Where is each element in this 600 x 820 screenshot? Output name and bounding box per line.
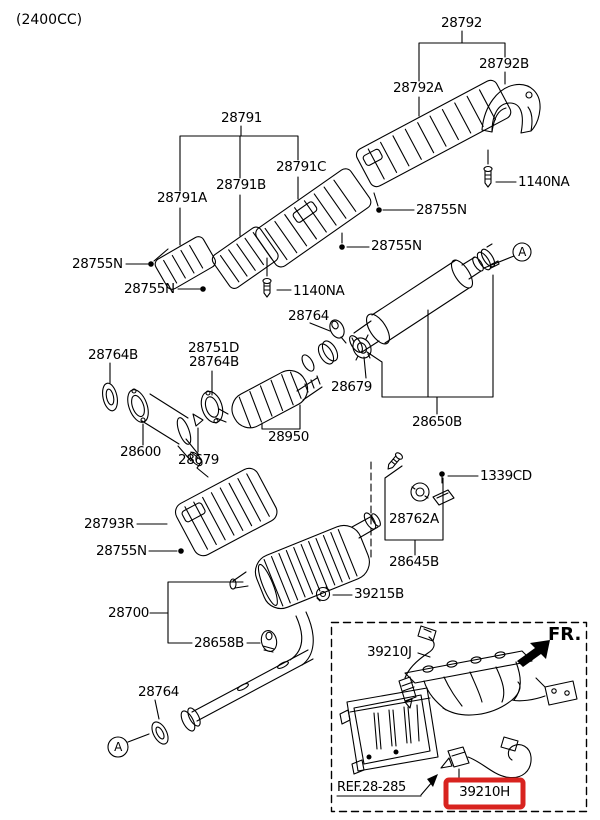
callout-28950[interactable]: 28950 — [268, 429, 309, 445]
callout-28764-lower[interactable]: 28764 — [138, 684, 179, 700]
heat-shield-28792b — [481, 83, 541, 134]
highlight-box-39210h[interactable] — [443, 777, 526, 810]
fr-direction-arrow — [517, 640, 550, 667]
view-marker-a-upper[interactable]: A — [518, 245, 526, 259]
hanger-28764-mid — [329, 319, 347, 344]
callout-28755n-left-2[interactable]: 28755N — [124, 281, 175, 297]
callout-28792[interactable]: 28792 — [441, 15, 482, 31]
hanger-assembly-28762a — [387, 452, 455, 506]
callout-1140na-upper[interactable]: 1140NA — [518, 174, 570, 190]
oxygen-sensor-39210j — [398, 625, 437, 709]
callout-39210h-highlighted[interactable]: 39210H — [459, 784, 510, 800]
callout-28791b[interactable]: 28791B — [216, 177, 266, 193]
flange-gasket-28751d — [200, 390, 224, 424]
callout-28755n-center[interactable]: 28755N — [371, 238, 422, 254]
callout-28755n-lower[interactable]: 28755N — [96, 543, 147, 559]
callout-1339cd[interactable]: 1339CD — [480, 468, 532, 484]
oxygen-sensor-39210h — [440, 736, 532, 780]
hanger-28658b — [260, 630, 278, 653]
callout-28764b-stack[interactable]: 28764B — [189, 354, 239, 370]
callout-39215b[interactable]: 39215B — [354, 586, 404, 602]
callout-28645b[interactable]: 28645B — [389, 554, 439, 570]
callout-28792a[interactable]: 28792A — [393, 80, 443, 96]
view-marker-a-lower[interactable]: A — [114, 740, 122, 754]
bolt-dots — [148, 207, 445, 554]
heat-shield-28791a — [154, 236, 216, 290]
exhaust-manifold-art — [339, 650, 578, 775]
callout-28600[interactable]: 28600 — [120, 444, 161, 460]
callout-28764-mid[interactable]: 28764 — [288, 308, 329, 324]
view-a-lower-circle[interactable] — [107, 736, 129, 758]
view-a-upper-circle[interactable] — [512, 242, 532, 262]
callout-28650b[interactable]: 28650B — [412, 414, 462, 430]
gasket-28764b — [102, 382, 118, 412]
rear-muffler-28700 — [229, 512, 381, 610]
callout-1140na-left[interactable]: 1140NA — [293, 283, 345, 299]
heat-shield-28791b — [211, 226, 279, 289]
callout-28700[interactable]: 28700 — [108, 605, 149, 621]
heat-shield-28793r — [174, 467, 278, 557]
screw-1140na-left — [262, 277, 272, 298]
ref-callout-art — [336, 774, 438, 797]
inset-border — [330, 621, 588, 813]
callout-28755n-left-1[interactable]: 28755N — [72, 256, 123, 272]
heat-shield-28791c — [255, 168, 372, 268]
grommet-39215b — [315, 586, 331, 602]
callout-28762a[interactable]: 28762A — [389, 511, 439, 527]
callout-28751d[interactable]: 28751D — [188, 340, 239, 356]
callout-28791a[interactable]: 28791A — [157, 190, 207, 206]
tail-pipe — [180, 611, 314, 732]
callout-39210j[interactable]: 39210J — [367, 644, 412, 660]
heat-shield-28792a — [355, 79, 512, 188]
engine-displacement-label: (2400CC) — [16, 12, 83, 28]
callout-28658b[interactable]: 28658B — [194, 635, 244, 651]
callout-28791c[interactable]: 28791C — [276, 159, 326, 175]
catalytic-28950 — [215, 369, 323, 429]
callout-28764b-left[interactable]: 28764B — [88, 347, 138, 363]
callout-28679-left[interactable]: 28679 — [178, 452, 219, 468]
callout-28791[interactable]: 28791 — [221, 110, 262, 126]
callout-lines — [109, 30, 517, 743]
catalytic-28600 — [127, 388, 209, 478]
stud-28679-left — [192, 413, 204, 427]
ref-section-link[interactable]: REF.28-285 — [337, 780, 406, 795]
screw-1140na-upper — [483, 165, 493, 188]
callout-28679-right[interactable]: 28679 — [331, 379, 372, 395]
callout-28755n-upper[interactable]: 28755N — [416, 202, 467, 218]
gasket-28764-lower — [151, 721, 169, 745]
callout-28793r[interactable]: 28793R — [84, 516, 134, 532]
fr-direction-label: FR. — [548, 624, 582, 645]
gasket-28679-right — [301, 334, 372, 372]
muffler-28650b — [349, 243, 500, 353]
callout-28792b[interactable]: 28792B — [479, 56, 529, 72]
